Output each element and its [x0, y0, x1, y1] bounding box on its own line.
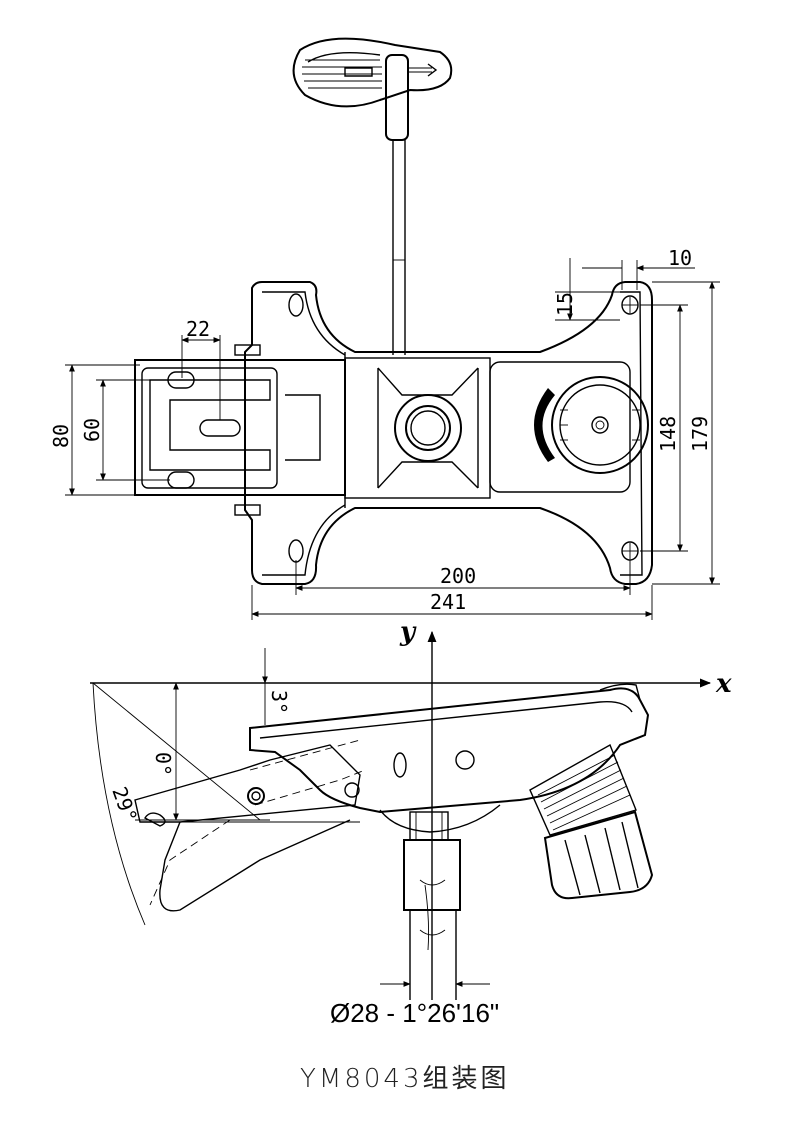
dimension-lines-top [65, 258, 720, 620]
y-axis-label: y [399, 617, 417, 647]
tension-spring [529, 743, 654, 900]
mechanism-side [134, 683, 650, 912]
cylinder-spec-label: Ø28 - 1°26'16" [330, 998, 499, 1028]
x-axis-label: x [715, 669, 732, 699]
angle-29-label: 29° [107, 784, 142, 826]
dim-80-label: 80 [49, 424, 73, 448]
angle-3-label: 3° [267, 690, 291, 714]
dim-200-label: 200 [440, 564, 476, 588]
dim-22-label: 22 [186, 317, 210, 341]
angle-0-label: 0° [151, 752, 175, 776]
dim-10-label: 10 [668, 246, 692, 270]
dim-179-label: 179 [688, 416, 712, 452]
side-view: x y 3° 0° 29° [90, 617, 732, 1028]
drawing-caption: YM8043组装图 [300, 1064, 509, 1094]
lever-handle [292, 37, 453, 355]
seat-bracket [134, 344, 346, 516]
tension-knob [534, 376, 649, 474]
dim-148-label: 148 [656, 416, 680, 452]
dim-15-label: 15 [553, 292, 577, 316]
center-mechanism [344, 357, 631, 499]
top-view: 10 15 22 80 60 148 179 200 241 [49, 37, 720, 620]
dim-60-label: 60 [80, 418, 104, 442]
dim-241-label: 241 [430, 590, 466, 614]
